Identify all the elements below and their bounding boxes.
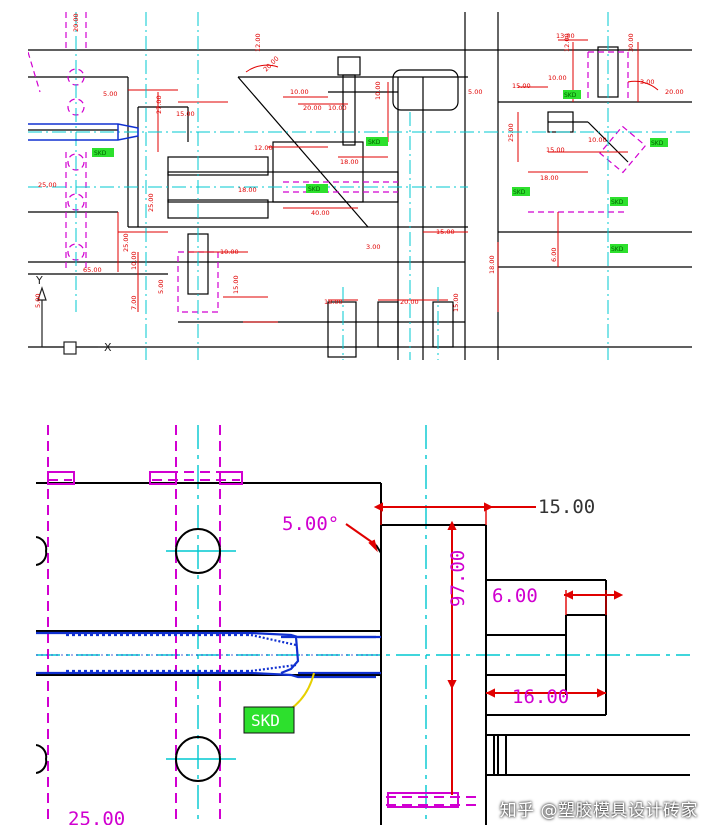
axis-x-label: X: [104, 341, 112, 354]
tag-text: SKD: [308, 186, 321, 193]
dim-text: 18.00: [488, 255, 496, 274]
dim-text: 30.00: [627, 33, 635, 52]
detail-outline: [36, 482, 690, 825]
dim-top-len: 15.00: [538, 496, 595, 518]
dim-text: 15.00: [452, 293, 460, 312]
tag-text: SKD: [611, 199, 624, 206]
dimension-texts: 5.00 15.00 27.00 10.00 20.00 12.00 10.00…: [34, 13, 684, 312]
dim-text: 15.00: [436, 228, 455, 236]
dim-text: 5.00: [157, 280, 165, 294]
tag-text: SKD: [513, 189, 526, 196]
dim-text: 5.00: [34, 294, 42, 308]
tag-text: SKD: [94, 150, 107, 157]
dim-mid: 16.00: [512, 686, 569, 708]
dim-text: 5.00: [103, 90, 117, 98]
dim-text: 13.00: [556, 32, 575, 40]
dim-text: 10.00: [290, 88, 309, 96]
dim-text: 10.00: [130, 251, 138, 270]
dim-text: 10.00: [374, 81, 382, 100]
bottom-drawing-svg: 5.00° 15.00 97.00 6.00 16.00 25.00 SKD: [36, 425, 690, 825]
detail-hidden-lines: [47, 425, 476, 825]
center-lines: [28, 12, 692, 360]
dim-text: 3.00: [640, 78, 654, 86]
dim-angle: 5.00°: [282, 513, 339, 535]
dim-text: 25.00: [122, 233, 130, 252]
dim-text: 18.00: [340, 158, 359, 166]
green-tags: SKD SKD SKD SKD SKD SKD SKD SKD: [92, 90, 668, 253]
green-tag: [243, 706, 295, 734]
dim-text: 12.00: [254, 144, 273, 152]
dim-text: 20.00: [665, 88, 684, 96]
tag-text: SKD: [611, 246, 624, 253]
dim-text: 25.00: [38, 181, 57, 189]
cooling-pipe: [28, 123, 139, 141]
green-tag-text: SKD: [251, 711, 280, 730]
dim-text: 10.00: [548, 74, 567, 82]
dim-text: 3.00: [366, 243, 380, 251]
dim-text: 20.00: [303, 104, 322, 112]
dim-text: 7.00: [130, 296, 138, 310]
dim-text: 18.00: [238, 186, 257, 194]
dim-text: 27.00: [155, 95, 163, 114]
axis-y-label: Y: [35, 274, 43, 287]
dim-text: 25.00: [507, 123, 515, 142]
bottom-detail-panel: 5.00° 15.00 97.00 6.00 16.00 25.00 SKD: [36, 425, 690, 825]
dim-vertical: 97.00: [447, 550, 469, 607]
detail-pin-heads: [47, 471, 459, 808]
dim-text: 20.00: [262, 55, 281, 74]
dim-text: 40.00: [311, 209, 330, 217]
dim-text: 10.00: [328, 104, 347, 112]
detail-center-lines: [36, 425, 690, 825]
dim-text: 15.00: [512, 82, 531, 90]
top-drawing-panel: Y X 5.00 15.00 27.00 10.00 20.00 12.00 1…: [28, 12, 692, 360]
mold-outline: [28, 12, 692, 360]
detail-dimension-lines: [345, 502, 624, 795]
detail-cooling-pipe: [36, 631, 381, 679]
dim-text: 25.00: [147, 193, 155, 212]
tag-text: SKD: [651, 140, 664, 147]
ucs-axis: [37, 286, 98, 355]
dim-text: 65.00: [83, 266, 102, 274]
top-drawing-svg: Y X 5.00 15.00 27.00 10.00 20.00 12.00 1…: [28, 12, 692, 360]
watermark-text: 知乎 @塑胶模具设计砖家: [499, 801, 698, 821]
tag-text: SKD: [564, 92, 577, 99]
tag-text: SKD: [368, 139, 381, 146]
dim-text: 12.00: [254, 33, 262, 52]
dim-small: 6.00: [492, 585, 538, 607]
dim-text: 10.00: [220, 248, 239, 256]
dim-text: 18.00: [324, 298, 343, 306]
dim-bottom-len: 25.00: [68, 808, 125, 825]
dim-text: 20.00: [72, 13, 80, 32]
dim-text: 12.00: [563, 33, 571, 52]
dim-text: 15.00: [176, 110, 195, 118]
dim-text: 15.00: [546, 146, 565, 154]
hidden-lines: [28, 12, 647, 313]
dim-text: 20.00: [400, 298, 419, 306]
slider-block: [167, 46, 619, 358]
dim-text: 15.00: [232, 275, 240, 294]
detail-dimension-texts: 5.00° 15.00 97.00 6.00 16.00 25.00: [68, 496, 595, 825]
dim-text: 18.00: [540, 174, 559, 182]
dimension-lines: [117, 39, 659, 323]
dim-text: 6.00: [550, 248, 558, 262]
dim-text: 10.00: [588, 136, 607, 144]
dim-text: 5.00: [468, 88, 482, 96]
